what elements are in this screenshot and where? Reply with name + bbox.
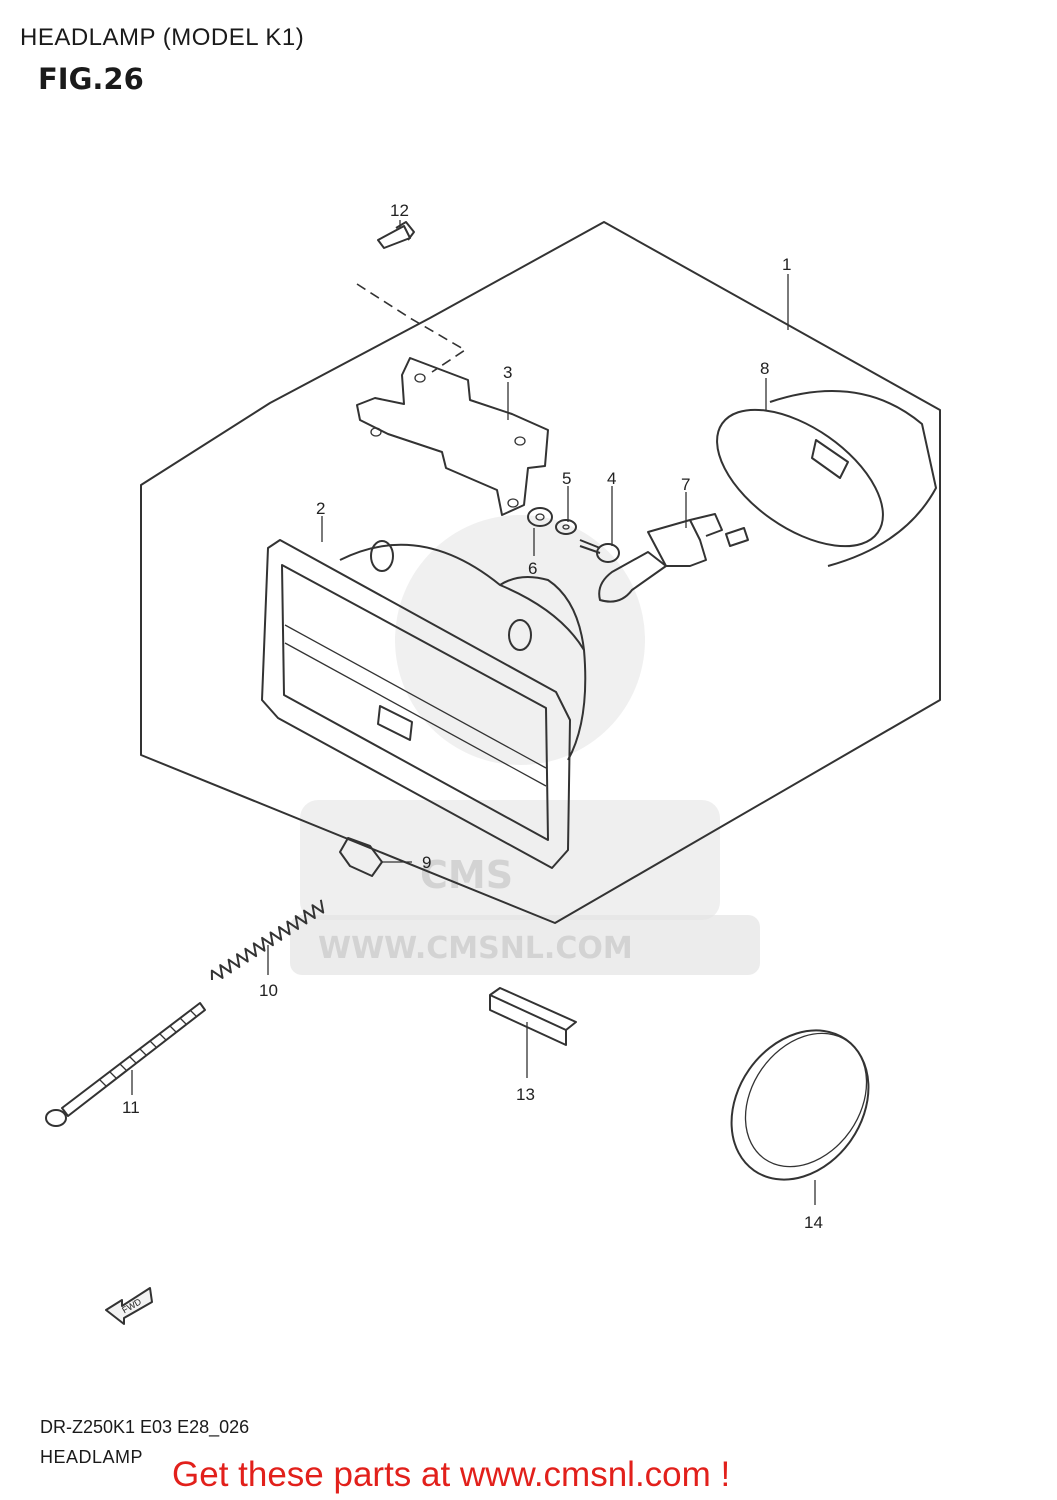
callout-10: 10 (259, 981, 278, 1000)
part-6-washer (527, 507, 553, 527)
watermark-brand: CMS (420, 853, 513, 897)
callout-14: 14 (804, 1213, 823, 1232)
callout-3: 3 (503, 363, 512, 382)
part-8-socket-cover (716, 390, 937, 567)
callout-numbers: 1 2 3 4 5 6 7 8 9 10 11 12 13 14 (122, 201, 823, 1232)
callout-2: 2 (316, 499, 325, 518)
callout-12: 12 (390, 201, 409, 220)
part-7-bulb (598, 513, 749, 603)
callout-8: 8 (760, 359, 769, 378)
headlamp-assembly-outline (140, 221, 941, 924)
callout-4: 4 (607, 469, 616, 488)
part-3-bracket (356, 357, 549, 516)
part-12-screw (356, 221, 467, 373)
shop-link[interactable]: Get these parts at www.cmsnl.com ! (172, 1455, 731, 1494)
part-2-headlamp-unit (261, 539, 587, 869)
callout-1: 1 (782, 255, 791, 274)
part-11-adjusting-screw (45, 1002, 206, 1127)
callout-13: 13 (516, 1085, 535, 1104)
callout-leaders (321, 220, 789, 556)
part-14-reflector (730, 1029, 870, 1205)
part-5-lock-washer (555, 519, 577, 535)
figure-number: FIG.26 (38, 62, 144, 96)
callout-7: 7 (681, 475, 690, 494)
cmsnl-watermark: CMS WWW.CMSNL.COM (290, 515, 760, 975)
callout-9: 9 (422, 853, 431, 872)
part-13-strip (489, 987, 577, 1078)
callout-6: 6 (528, 559, 537, 578)
part-4-screw (579, 539, 620, 563)
model-code: DR-Z250K1 E03 E28_026 (40, 1417, 250, 1437)
callout-11: 11 (122, 1098, 140, 1117)
watermark-url: WWW.CMSNL.COM (318, 931, 633, 966)
page-title: HEADLAMP (MODEL K1) (20, 24, 305, 51)
part-9-clip (339, 837, 412, 877)
section-label: HEADLAMP (40, 1447, 144, 1467)
callout-5: 5 (562, 469, 571, 488)
forward-direction-arrow: FWD (105, 1287, 153, 1325)
part-10-spring (210, 899, 325, 981)
